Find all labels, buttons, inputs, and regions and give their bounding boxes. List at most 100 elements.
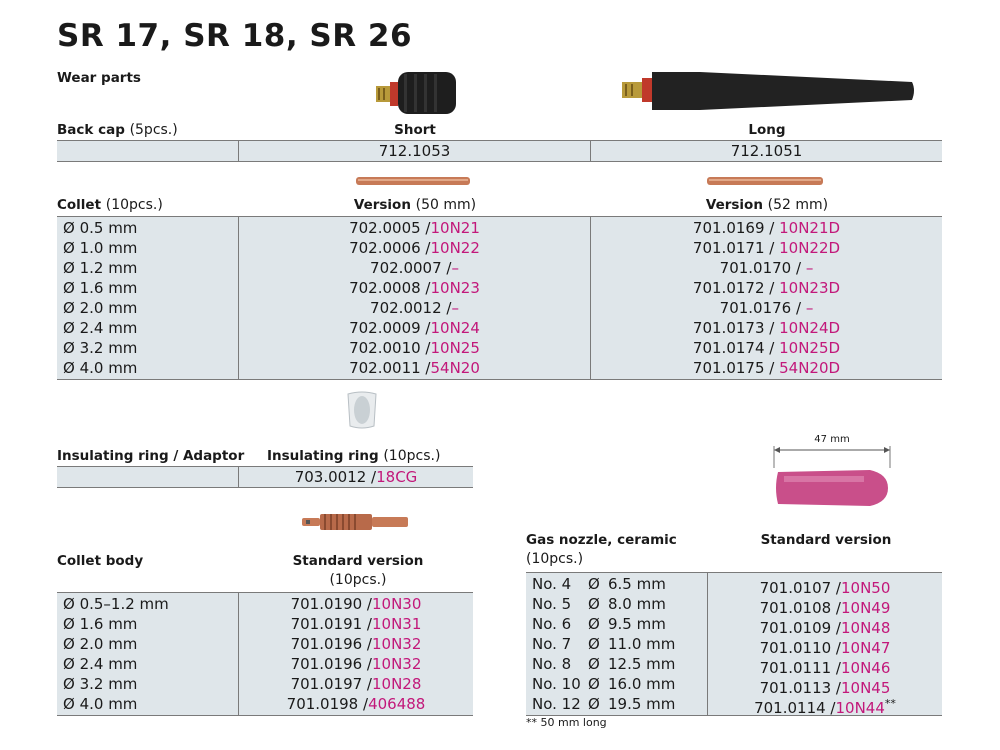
nozzle-dia-symbol: Ø — [588, 595, 600, 613]
collet-body-size: Ø 0.5–1.2 mm — [63, 595, 169, 613]
nozzle-size: 19.5 mm — [608, 695, 676, 713]
collet-v1-cell: 702.0009 /10N24 — [239, 318, 590, 338]
collet-v2-code: 701.0175 / — [692, 359, 775, 377]
collet-qty: (10pcs.) — [105, 197, 163, 213]
collet-size: Ø 2.0 mm — [63, 299, 138, 317]
collet-body-alt: 10N30 — [372, 595, 422, 613]
collet-body-qty-header: (10pcs.) — [240, 572, 476, 588]
gas-nozzle-image — [773, 446, 891, 506]
nozzle-code-cell: 701.0109 /10N48 — [708, 614, 942, 637]
collet-body-size: Ø 1.6 mm — [63, 615, 138, 633]
insulating-ring-table: 703.0012 /18CG — [57, 466, 473, 488]
collet-v1-code: 702.0011 / — [349, 359, 431, 377]
nozzle-number: No. 6 — [532, 615, 572, 633]
nozzle-code-cell: 701.0108 /10N49 — [708, 594, 942, 617]
collet-v2-alt: 10N22D — [779, 239, 841, 257]
collet-body-size: Ø 2.4 mm — [63, 655, 138, 673]
back-cap-qty: (5pcs.) — [129, 122, 178, 138]
collet-v2-alt: – — [805, 259, 814, 277]
collet-body-code: 701.0196 / — [290, 635, 372, 653]
nozzle-dimension-label: 47 mm — [814, 434, 850, 445]
nozzle-number: No. 12 — [532, 695, 581, 713]
nozzle-code-cell: 701.0111 /10N46 — [708, 654, 942, 677]
collet-body-code: 701.0191 / — [290, 615, 372, 633]
collet-body-col-label: Standard version — [292, 553, 424, 569]
collet-v1-length: (50 mm) — [415, 197, 477, 213]
nozzle-mark: ** — [884, 697, 896, 710]
back-cap-long-header: Long — [748, 122, 786, 138]
section-subtitle: Wear parts — [57, 70, 141, 86]
collet-v2-label: Version — [705, 197, 763, 213]
collet-v2-cell: 701.0174 / 10N25D — [591, 338, 942, 358]
back-cap-long-image — [622, 72, 914, 110]
collet-body-code: 701.0197 / — [290, 675, 372, 693]
collet-v2-length: (52 mm) — [767, 197, 829, 213]
insulating-ring-qty: (10pcs.) — [383, 448, 441, 464]
back-cap-short-code: 712.1053 — [378, 142, 451, 160]
nozzle-code-cell: 701.0114 /10N44** — [708, 694, 942, 717]
collet-v2-code: 701.0170 / — [719, 259, 802, 277]
nozzle-alt: 10N47 — [841, 639, 891, 657]
collet-v1-alt: 10N22 — [430, 239, 480, 257]
collet-body-size: Ø 4.0 mm — [63, 695, 138, 713]
nozzle-alt: 10N44 — [835, 699, 885, 717]
nozzle-alt: 10N50 — [841, 579, 891, 597]
collet-v1-code: 702.0008 / — [349, 279, 431, 297]
collet-size: Ø 0.5 mm — [63, 219, 138, 237]
nozzle-size: 6.5 mm — [608, 575, 666, 593]
collet-body-alt: 10N31 — [372, 615, 422, 633]
insulating-ring-header: Insulating ring (10pcs.) — [267, 448, 440, 464]
nozzle-dia-symbol: Ø — [588, 575, 600, 593]
collet-v1-cell: 702.0007 /– — [239, 258, 590, 278]
nozzle-code: 701.0113 / — [759, 679, 841, 697]
nozzle-alt: 10N45 — [841, 679, 891, 697]
nozzle-code: 701.0111 / — [759, 659, 841, 677]
collet-v1-cell: 702.0011 /54N20 — [239, 358, 590, 378]
collet-body-code-cell: 701.0196 /10N32 — [239, 634, 473, 654]
nozzle-number: No. 8 — [532, 655, 572, 673]
collet-v2-code: 701.0171 / — [692, 239, 775, 257]
back-cap-short-image — [376, 72, 456, 114]
collet-body-code-cell: 701.0191 /10N31 — [239, 614, 473, 634]
gas-nozzle-label: Gas nozzle, ceramic — [526, 532, 677, 548]
collet-body-code-cell: 701.0197 /10N28 — [239, 674, 473, 694]
nozzle-code: 701.0107 / — [759, 579, 841, 597]
collet-v1-alt: – — [451, 259, 459, 277]
nozzle-dia-symbol: Ø — [588, 695, 600, 713]
collet-body-code: 701.0198 / — [286, 695, 369, 713]
nozzle-code: 701.0109 / — [759, 619, 841, 637]
collet-size: Ø 4.0 mm — [63, 359, 138, 377]
nozzle-dia-symbol: Ø — [588, 675, 600, 693]
collet-v1-cell: 702.0012 /– — [239, 298, 590, 318]
collet-body-size: Ø 3.2 mm — [63, 675, 138, 693]
nozzle-alt: 10N48 — [841, 619, 891, 637]
collet-v1-code: 702.0006 / — [349, 239, 431, 257]
collet-size: Ø 1.6 mm — [63, 279, 138, 297]
collet-v1-alt: – — [451, 299, 459, 317]
collet-v2-alt: – — [805, 299, 814, 317]
collet-body-code-cell: 701.0196 /10N32 — [239, 654, 473, 674]
collet-v1-code: 702.0005 / — [349, 219, 431, 237]
insulating-ring-code-cell: 703.0012 /18CG — [239, 467, 473, 487]
gas-nozzle-col-label: Standard version — [760, 532, 892, 548]
collet-v1-alt: 10N23 — [430, 279, 480, 297]
collet-body-code: 701.0196 / — [290, 655, 372, 673]
nozzle-code-cell: 701.0110 /10N47 — [708, 634, 942, 657]
page-title: SR 17, SR 18, SR 26 — [57, 18, 413, 54]
nozzle-size: 12.5 mm — [608, 655, 676, 673]
nozzle-number: No. 4 — [532, 575, 572, 593]
collet-body-code-cell: 701.0190 /10N30 — [239, 594, 473, 614]
collet-v2-cell: 701.0171 / 10N22D — [591, 238, 942, 258]
collet-v2-alt: 10N23D — [779, 279, 841, 297]
nozzle-number: No. 5 — [532, 595, 572, 613]
gas-nozzle-qty: (10pcs.) — [526, 551, 584, 567]
insulating-ring-image — [347, 391, 377, 429]
collet-v1-cell: 702.0006 /10N22 — [239, 238, 590, 258]
collet-body-alt: 10N28 — [372, 675, 422, 693]
nozzle-size: 9.5 mm — [608, 615, 666, 633]
collet-body-alt: 10N32 — [372, 635, 422, 653]
collet-body-image — [302, 514, 408, 530]
collet-v2-cell: 701.0176 / – — [591, 298, 942, 318]
collet-v2-header: Version (52 mm) — [592, 197, 942, 213]
